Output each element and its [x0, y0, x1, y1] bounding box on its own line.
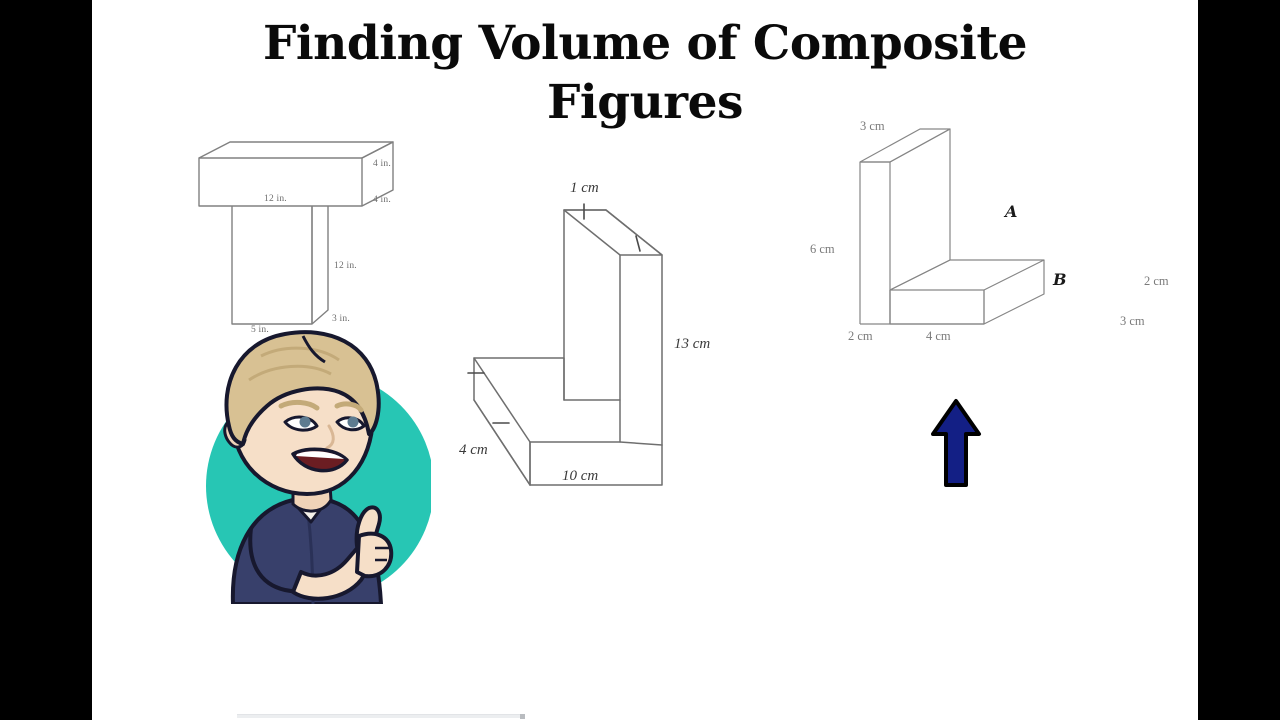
label-top-height: 4 in.	[373, 195, 391, 205]
label-stem-depth: 3 in.	[332, 314, 350, 324]
up-arrow-icon	[931, 399, 981, 487]
label-bottom-right-width: 4 cm	[926, 329, 951, 343]
label-stem-height: 12 in.	[334, 261, 357, 271]
label-top-width: 1 cm	[570, 180, 599, 196]
slide-canvas: Finding Volume of Composite Figures	[92, 0, 1198, 720]
bitmoji-thumbs-up-icon	[206, 330, 431, 604]
label-part-b: B	[1053, 270, 1067, 289]
label-top-length: 12 in.	[264, 194, 287, 204]
label-bottom-length: 10 cm	[562, 468, 599, 484]
up-arrow	[930, 398, 982, 488]
label-top-depth: 3 cm	[860, 119, 885, 133]
figure-2-drawing	[467, 203, 663, 486]
figure-l-shaped-composite-prism: 1 cm 13 cm 4 cm 10 cm	[459, 181, 792, 505]
label-top-depth: 4 in.	[373, 159, 391, 169]
label-left-depth: 4 cm	[459, 442, 488, 458]
label-part-a: A	[1005, 202, 1018, 221]
figure-l-shaped-prism-with-parts: 3 cm 6 cm A B 2 cm 3 cm 2 cm 4 cm	[810, 112, 1169, 352]
label-right-depth: 3 cm	[1120, 314, 1145, 328]
figure-1-drawing	[198, 141, 394, 325]
label-stem-width: 5 in.	[251, 325, 269, 335]
label-left-height: 6 cm	[810, 242, 835, 256]
bottom-divider-handle	[520, 714, 525, 719]
bottom-divider	[237, 714, 525, 719]
figure-3-drawing	[859, 128, 1045, 325]
figure-t-shaped-composite-prism: 4 in. 4 in. 12 in. 12 in. 3 in. 5 in.	[192, 138, 422, 338]
avatar	[189, 322, 431, 604]
page-title: Finding Volume of Composite Figures	[262, 16, 1028, 131]
letterbox-bar-right	[1198, 0, 1280, 720]
label-bottom-left-width: 2 cm	[848, 329, 873, 343]
label-right-height: 2 cm	[1144, 274, 1169, 288]
letterbox-bar-left	[0, 0, 92, 720]
label-right-height: 13 cm	[674, 336, 711, 352]
